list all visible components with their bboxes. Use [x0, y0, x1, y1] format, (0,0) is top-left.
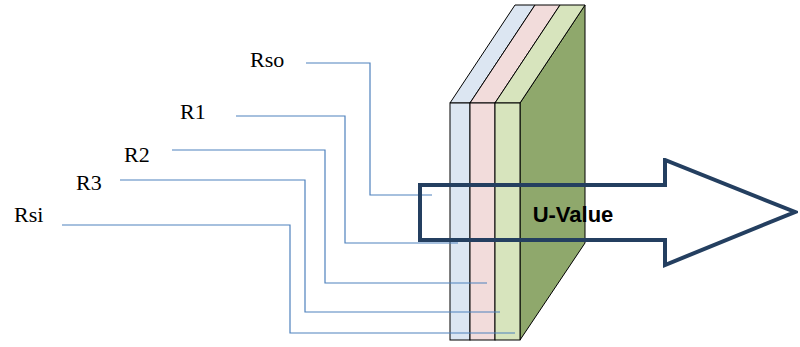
resistance-label: Rso — [250, 49, 284, 71]
leader-lines — [62, 63, 515, 333]
resistance-label: R1 — [180, 101, 206, 123]
resistance-label: Rsi — [14, 204, 43, 226]
arrow-label: U-Value — [533, 203, 614, 227]
resistance-label: R2 — [124, 144, 150, 166]
u-value-arrow: U-Value — [418, 158, 798, 268]
wall-layers — [450, 5, 585, 340]
resistance-label: R3 — [76, 172, 102, 194]
